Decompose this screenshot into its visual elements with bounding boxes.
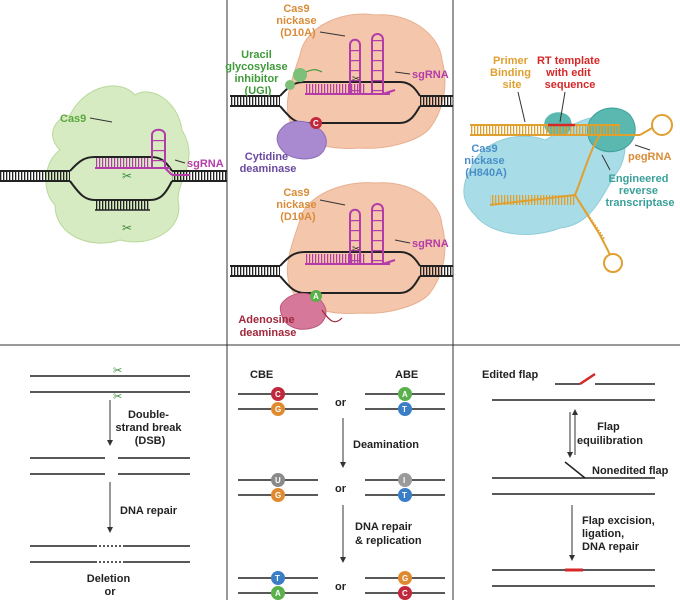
a-badge [310,290,322,302]
abe-nickase-label: Cas9 nickase (D10A) [276,187,319,223]
primer-site-label: Primer Binding site [490,55,534,91]
svg-text:or: or [335,581,347,593]
cytidine-deaminase-shape [276,120,327,160]
sgrna-bottom-label: sgRNA [412,238,449,250]
prime-editor-panel: Primer Binding site RT template with edi… [463,55,675,273]
cas9-label: Cas9 [60,113,86,125]
svg-text:or: or [335,397,347,409]
equilibration-label: Flap equilibration [577,421,643,447]
abe-heading: ABE [395,369,418,381]
svg-text:T: T [275,574,280,583]
svg-text:T: T [402,491,407,500]
adenosine-label: Adenosine deaminase [238,314,297,339]
prime-dna [470,114,673,273]
excision-label: Flap excision, ligation, DNA repair [582,515,658,553]
cytidine-label: Cytidine deaminase [240,151,297,175]
svg-text:U: U [275,476,281,485]
cas9-panel: ✂ ✂ Cas9 sgRNA [0,85,227,244]
svg-text:G: G [275,405,281,414]
dsb-steps: ✂ ✂ Double- strand break (DSB) DNA repai… [30,365,190,598]
pegrna-label: pegRNA [628,151,671,163]
svg-text:✂: ✂ [122,221,132,235]
svg-text:A: A [313,292,319,301]
rt-template-label: RT template with edit sequence [537,55,603,91]
svg-text:G: G [275,491,281,500]
nonedited-flap-label: Nonedited flap [592,465,669,477]
cbe-nickase-label: Cas9 nickase (D10A) [276,3,319,39]
scissors-icon: ✂ [113,365,122,377]
svg-text:or: or [335,483,347,495]
svg-text:C: C [275,390,281,399]
deamination-label: Deamination [353,439,419,451]
rt-enzyme-label: Engineered reverse transcriptase [605,173,674,209]
base-editor-panel: ✂ C Cas9 nickase (D10A) Uracil glycosyla… [225,3,453,339]
h840a-label: Cas9 nickase (H840A) [464,143,507,179]
edited-flap-label: Edited flap [482,369,539,381]
svg-text:✂: ✂ [122,169,132,183]
scissors-icon: ✂ ✂ [122,169,132,235]
scissors-icon: ✂ [352,244,360,255]
abe-dna [230,203,453,294]
ugi-label: Uracil glycosylase inhibitor (UGI) [225,49,290,97]
outcome-label: Deletion or [87,573,133,598]
repair-replication-label: DNA repair & replication [355,521,422,547]
base-steps: CBE ABE C G or A T Deamination U G or I … [238,369,445,600]
svg-text:C: C [313,119,319,128]
svg-text:A: A [275,589,281,598]
svg-text:T: T [402,405,407,414]
dsb-label: Double- strand break (DSB) [115,409,184,447]
svg-text:A: A [402,390,408,399]
svg-text:G: G [402,574,408,583]
prime-steps: Edited flap Flap equilibration Nonedited… [482,369,669,587]
h840a-nickase-shape [463,116,626,235]
scissors-icon: ✂ [113,391,122,403]
ugi-shape [285,68,323,90]
cbe-dna [230,33,453,124]
c-badge [310,117,322,129]
svg-text:I: I [403,476,405,485]
dna-repair-label: DNA repair [120,505,178,517]
sgrna-label: sgRNA [187,158,224,170]
sgrna-top-label: sgRNA [412,69,449,81]
cas9-sgrna [151,128,190,176]
svg-text:C: C [402,589,408,598]
scissors-icon: ✂ [352,74,360,85]
cbe-heading: CBE [250,369,273,381]
